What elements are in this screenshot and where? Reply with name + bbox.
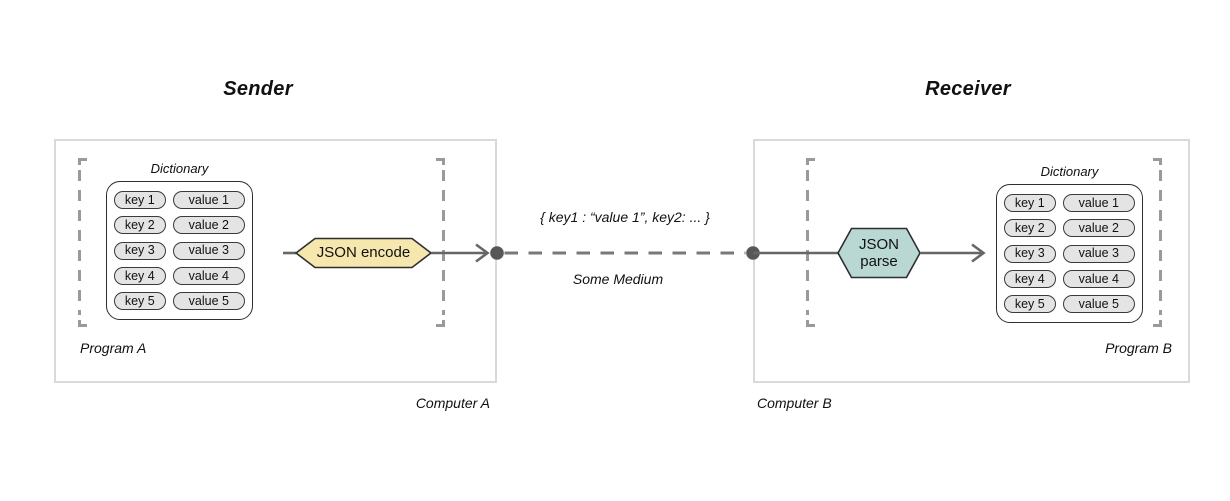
json-parse-label-bottom: parse bbox=[860, 253, 898, 270]
key-pill: key 1 bbox=[1004, 194, 1056, 212]
dictionary-row: key 4 value 4 bbox=[1004, 269, 1135, 288]
program-a-bracket bbox=[78, 158, 445, 327]
value-pill: value 2 bbox=[172, 216, 245, 235]
dictionary-label-receiver: Dictionary bbox=[1040, 164, 1099, 179]
key-pill: key 5 bbox=[114, 292, 166, 310]
bracket-corner-icon bbox=[1153, 158, 1162, 165]
dictionary-sender: key 1 value 1 key 2 value 2 key 3 value … bbox=[106, 181, 253, 320]
dictionary-row: key 3 value 3 bbox=[1004, 244, 1135, 263]
dictionary-receiver: key 1 value 1 key 2 value 2 key 3 value … bbox=[996, 184, 1143, 323]
dictionary-row: key 2 value 2 bbox=[114, 216, 245, 235]
program-b-label: Program B bbox=[1105, 340, 1172, 356]
value-pill: value 3 bbox=[172, 241, 245, 260]
program-a-label: Program A bbox=[80, 340, 147, 356]
bracket-corner-icon bbox=[78, 158, 87, 165]
receiver-title: Receiver bbox=[925, 78, 1011, 100]
sender-title: Sender bbox=[223, 78, 293, 100]
bracket-corner-icon bbox=[78, 320, 87, 327]
dictionary-row: key 5 value 5 bbox=[1004, 295, 1135, 313]
value-pill: value 4 bbox=[172, 266, 245, 285]
dictionary-row: key 5 value 5 bbox=[114, 292, 245, 310]
json-payload-text: { key1 : “value 1”, key2: ... } bbox=[540, 209, 710, 225]
key-pill: key 3 bbox=[1004, 244, 1056, 263]
key-pill: key 1 bbox=[114, 191, 166, 209]
key-pill: key 5 bbox=[1004, 295, 1056, 313]
dictionary-row: key 1 value 1 bbox=[114, 191, 245, 209]
bracket-corner-icon bbox=[436, 320, 445, 327]
dashed-boundary-line bbox=[442, 170, 445, 315]
dashed-boundary-line bbox=[1159, 170, 1162, 315]
computer-b-box bbox=[753, 139, 1190, 383]
bracket-corner-icon bbox=[806, 158, 815, 165]
program-b-bracket bbox=[806, 158, 1162, 327]
value-pill: value 2 bbox=[1062, 219, 1135, 238]
value-pill: value 5 bbox=[172, 292, 245, 310]
json-parse-label: JSON parse bbox=[838, 228, 920, 278]
dictionary-row: key 1 value 1 bbox=[1004, 194, 1135, 212]
key-pill: key 4 bbox=[1004, 269, 1056, 288]
dashed-boundary-line bbox=[806, 170, 809, 315]
dictionary-row: key 2 value 2 bbox=[1004, 219, 1135, 238]
bracket-corner-icon bbox=[806, 320, 815, 327]
json-parse-label-top: JSON bbox=[858, 235, 899, 253]
value-pill: value 1 bbox=[172, 191, 245, 209]
json-encode-label: JSON encode bbox=[316, 244, 411, 262]
bracket-corner-icon bbox=[436, 158, 445, 165]
key-pill: key 4 bbox=[114, 266, 166, 285]
computer-a-box bbox=[54, 139, 497, 383]
dashed-boundary-line bbox=[78, 170, 81, 315]
value-pill: value 3 bbox=[1062, 244, 1135, 263]
key-pill: key 3 bbox=[114, 241, 166, 260]
computer-b-label: Computer B bbox=[757, 395, 832, 411]
some-medium-label: Some Medium bbox=[572, 271, 664, 287]
computer-a-label: Computer A bbox=[415, 395, 490, 411]
dictionary-row: key 3 value 3 bbox=[114, 241, 245, 260]
key-pill: key 2 bbox=[114, 216, 166, 235]
value-pill: value 1 bbox=[1062, 194, 1135, 212]
dictionary-label-sender: Dictionary bbox=[150, 161, 209, 176]
bracket-corner-icon bbox=[1153, 320, 1162, 327]
value-pill: value 5 bbox=[1062, 295, 1135, 313]
key-pill: key 2 bbox=[1004, 219, 1056, 238]
value-pill: value 4 bbox=[1062, 269, 1135, 288]
dictionary-row: key 4 value 4 bbox=[114, 266, 245, 285]
